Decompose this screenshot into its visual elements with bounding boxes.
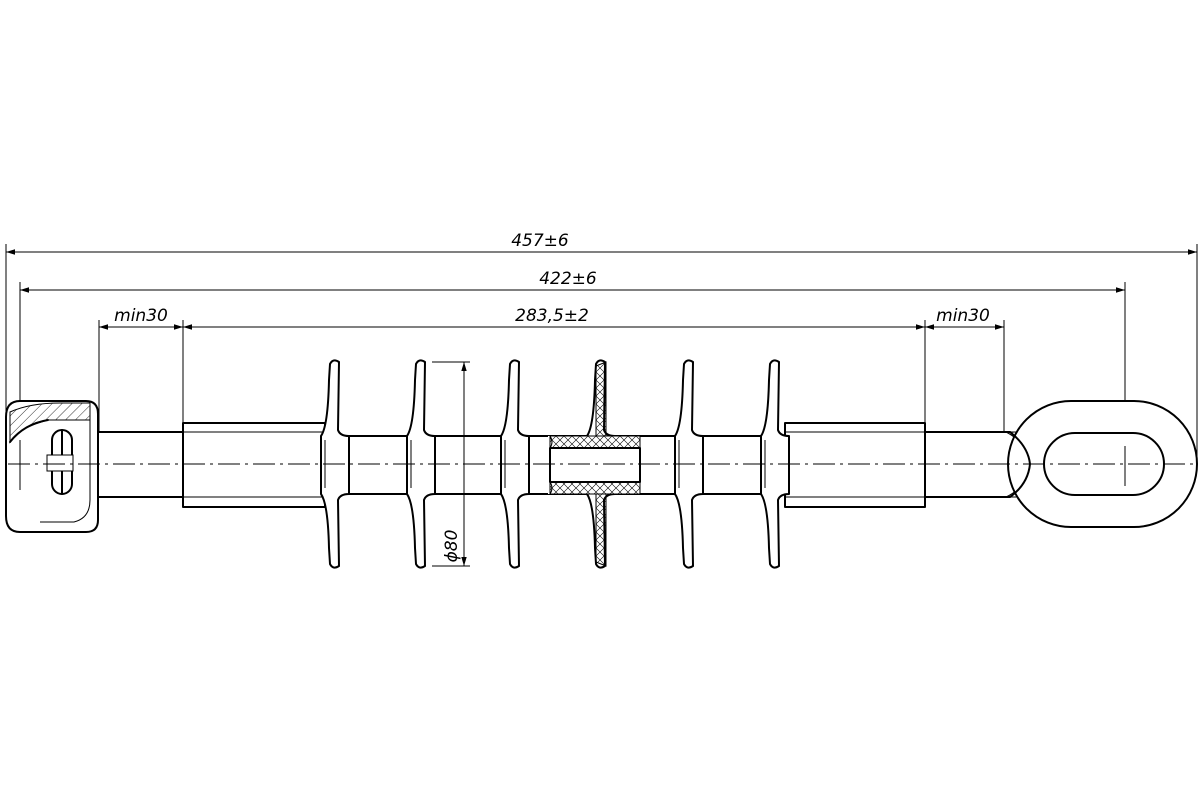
right-stem	[924, 431, 1011, 498]
dim-overall-length: 457±6	[511, 231, 569, 251]
dim-shed-diameter: ϕ80	[442, 530, 462, 563]
dimension-lines	[6, 249, 1197, 567]
shed	[760, 359, 790, 569]
left-stem	[97, 431, 184, 498]
cutaway-section	[548, 361, 641, 567]
dim-min-right: min30	[936, 306, 990, 326]
dim-pin-length: 422±6	[539, 269, 597, 289]
dim-min-left: min30	[114, 306, 168, 326]
dim-insulation-length: 283,5±2	[515, 306, 589, 326]
left-socket-fitting	[5, 400, 99, 533]
dimension-labels: 457±6 422±6 min30 283,5±2 min30 ϕ80	[114, 231, 990, 562]
